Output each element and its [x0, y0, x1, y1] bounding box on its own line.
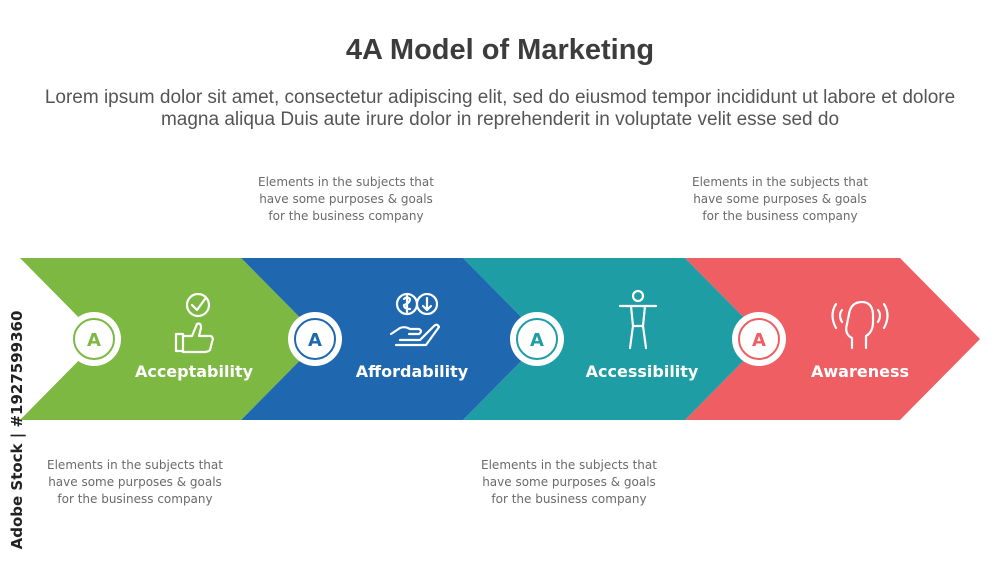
letter-badge-ring	[73, 318, 115, 360]
note-line: for the business company	[57, 492, 213, 506]
note-line: have some purposes & goals	[259, 192, 433, 206]
step-awareness: A Awareness	[732, 300, 909, 381]
step-letter: A	[308, 330, 322, 351]
note-line: Elements in the subjects that	[47, 458, 223, 472]
step-acceptability: A Acceptability	[67, 292, 254, 381]
letter-badge-ring	[294, 318, 336, 360]
thumbs-up-check-icon	[174, 292, 214, 354]
chevron-segment-affordability	[241, 258, 543, 420]
letter-badge-ring	[738, 318, 780, 360]
page-title: 4A Model of Marketing	[345, 34, 655, 66]
note-affordability: Elements in the subjects that have some …	[236, 174, 456, 225]
note-line: for the business company	[491, 492, 647, 506]
note-line: have some purposes & goals	[482, 475, 656, 489]
step-accessibility: A Accessibility	[510, 289, 699, 381]
coins-hand-icon	[389, 292, 441, 347]
note-line: Elements in the subjects that	[258, 175, 434, 189]
step-letter: A	[752, 330, 766, 351]
step-label: Awareness	[811, 362, 909, 381]
note-line: have some purposes & goals	[693, 192, 867, 206]
note-line: Elements in the subjects that	[481, 458, 657, 472]
step-label: Accessibility	[586, 362, 699, 381]
person-arms-out-icon	[618, 289, 658, 350]
step-letter: A	[530, 330, 544, 351]
note-line: Elements in the subjects that	[692, 175, 868, 189]
page-subtitle: Lorem ipsum dolor sit amet, consectetur …	[44, 87, 956, 130]
note-line: have some purposes & goals	[48, 475, 222, 489]
letter-badge-ring	[516, 318, 558, 360]
chevron-segment-accessibility	[463, 258, 765, 420]
note-accessibility: Elements in the subjects that have some …	[459, 457, 679, 508]
step-affordability: A Affordability	[288, 292, 469, 381]
step-label: Affordability	[356, 362, 469, 381]
watermark-text: Adobe Stock | #1927599360	[8, 310, 26, 550]
chevron-segment-acceptability	[20, 258, 321, 420]
note-awareness: Elements in the subjects that have some …	[670, 174, 890, 225]
watermark: Adobe Stock | #1927599360	[8, 311, 26, 550]
note-line: for the business company	[268, 209, 424, 223]
step-letter: A	[87, 330, 101, 351]
step-label: Acceptability	[135, 362, 254, 381]
note-line: for the business company	[702, 209, 858, 223]
head-sound-waves-icon	[831, 300, 889, 350]
note-acceptability: Elements in the subjects that have some …	[25, 457, 245, 508]
chevron-segment-awareness	[685, 258, 980, 420]
